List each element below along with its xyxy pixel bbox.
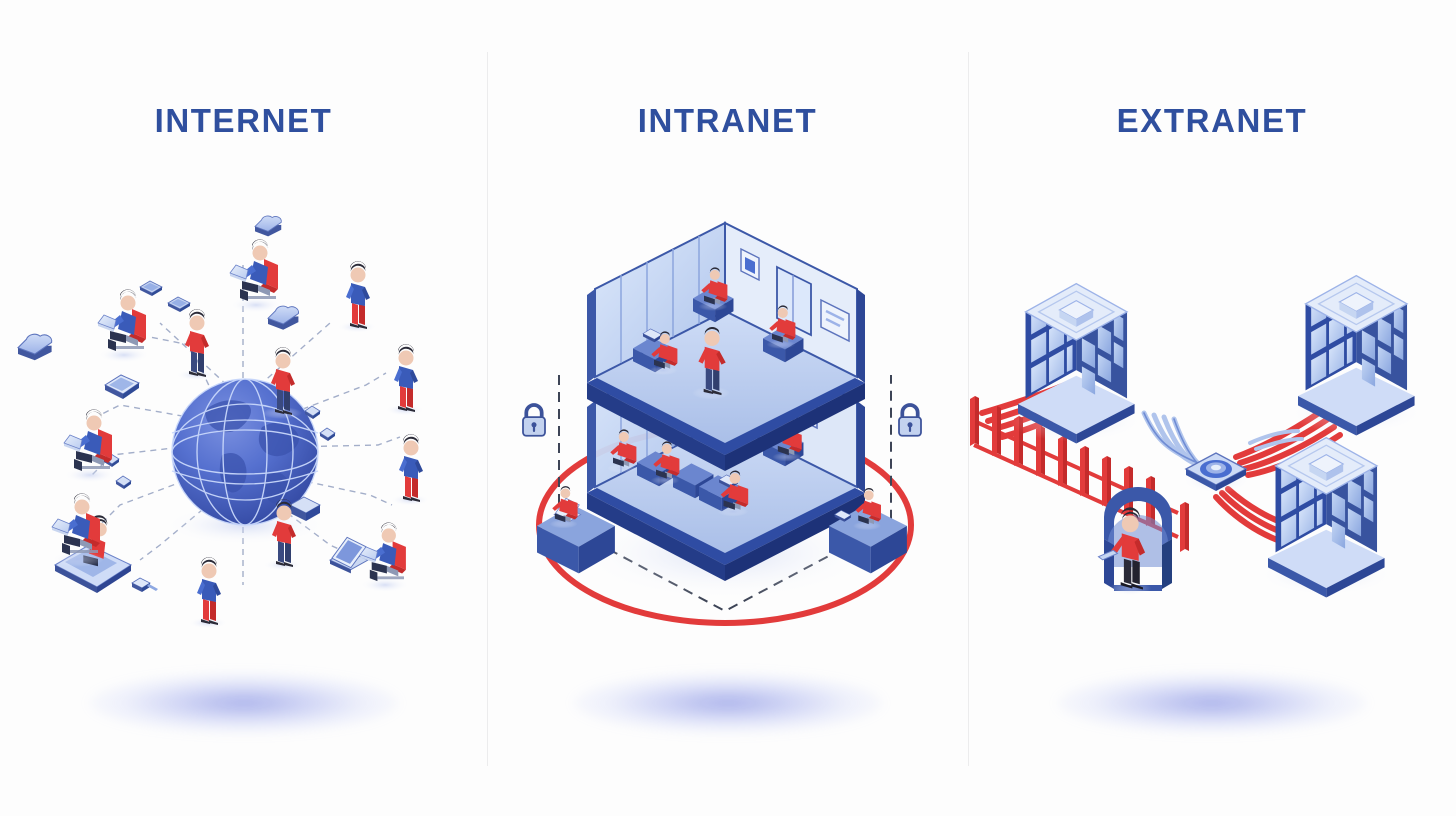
office-worker-standing bbox=[692, 327, 730, 400]
office-door bbox=[776, 265, 812, 337]
panel-divider-2 bbox=[968, 52, 969, 766]
person-seated-laptop bbox=[97, 288, 151, 364]
panel-title-intranet: INTRANET bbox=[637, 102, 818, 139]
panel-title-extranet: EXTRANET bbox=[1116, 102, 1308, 139]
sidebar-person bbox=[359, 522, 411, 593]
smartwatch-icon bbox=[131, 577, 158, 592]
office-building-illustration bbox=[487, 205, 968, 655]
monitor-icon bbox=[104, 374, 140, 400]
smartphone-icon bbox=[319, 427, 336, 442]
panel-divider-1 bbox=[487, 52, 488, 766]
visitor-person bbox=[1097, 507, 1152, 596]
wall-picture bbox=[740, 247, 760, 282]
panel-base-glow-intranet bbox=[572, 672, 883, 734]
person-seated-laptop bbox=[63, 408, 117, 484]
cloud-icon bbox=[254, 215, 282, 237]
connected-buildings-illustration bbox=[968, 205, 1456, 655]
network-hub-icon bbox=[1182, 452, 1250, 493]
person-seated-laptop bbox=[51, 492, 105, 568]
panel-title-internet: INTERNET bbox=[154, 102, 333, 139]
tablet-icon bbox=[167, 296, 191, 313]
panel-base-glow-extranet bbox=[1057, 672, 1367, 734]
office-building-2 bbox=[1287, 275, 1425, 437]
panel-internet: INTERNET bbox=[0, 0, 487, 816]
tablet-icon bbox=[139, 280, 163, 297]
person-standing-laptop bbox=[337, 261, 377, 333]
person-standing-phone bbox=[390, 434, 430, 506]
panel-base-glow-internet bbox=[88, 672, 399, 734]
remote-workstation-left bbox=[537, 486, 615, 574]
person-standing-phone bbox=[385, 344, 425, 416]
wall-screen bbox=[820, 298, 850, 343]
office-building-1 bbox=[1007, 283, 1145, 445]
globe-icon bbox=[163, 378, 327, 545]
panel-intranet: INTRANET bbox=[487, 0, 968, 816]
globe-network-illustration bbox=[0, 205, 487, 655]
remote-workstation-right bbox=[829, 487, 907, 574]
person-seated-laptop bbox=[229, 238, 283, 314]
cloud-icon bbox=[17, 333, 53, 361]
office-building-3 bbox=[1257, 437, 1395, 599]
lock-icon bbox=[521, 403, 547, 438]
lock-icon bbox=[897, 403, 923, 438]
person-standing-phone bbox=[188, 557, 228, 629]
smartphone-icon bbox=[115, 475, 132, 490]
building-upper-floor bbox=[587, 221, 865, 471]
panel-extranet: EXTRANET bbox=[968, 0, 1456, 816]
